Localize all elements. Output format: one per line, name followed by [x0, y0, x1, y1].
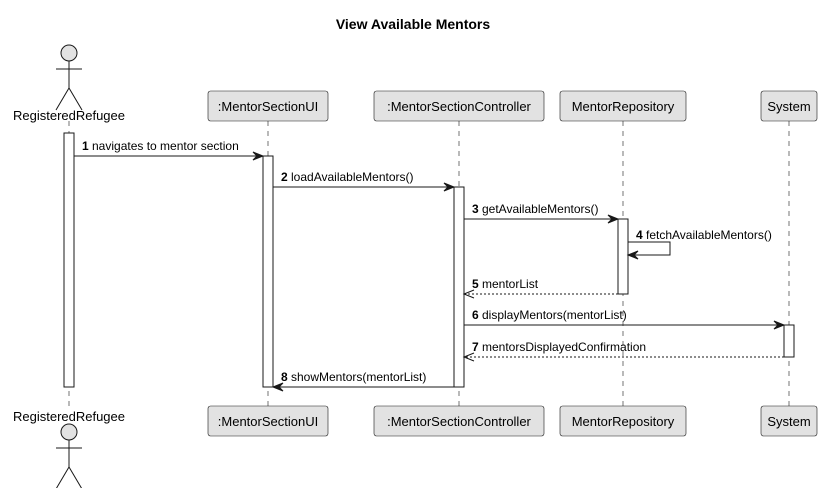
actor-icon — [56, 423, 82, 488]
participants-top: RegisteredRefugee :MentorSectionUI :Mentor… — [13, 44, 818, 123]
message-label: getAvailableMentors() — [482, 202, 599, 216]
activation-bar-refugee — [63, 132, 75, 388]
arrowhead — [271, 382, 284, 392]
participant-box — [760, 405, 818, 437]
lifelines — [68, 121, 790, 406]
participant-label: :MentorSectionController — [387, 99, 531, 114]
arrowhead — [462, 352, 475, 362]
arrowhead — [252, 151, 265, 161]
participant-mentorrepository-bottom: MentorRepository — [559, 405, 687, 437]
arrowhead — [626, 250, 639, 260]
message-number: 3 — [472, 202, 479, 216]
arrowhead — [607, 214, 620, 224]
activation-bars — [63, 132, 795, 388]
participant-box — [373, 405, 545, 437]
arrowhead — [462, 289, 475, 299]
activation-bar-repo — [617, 218, 629, 295]
message-label: navigates to mentor section — [92, 139, 239, 153]
participant-mentorrepository-top: MentorRepository — [559, 90, 687, 122]
participant-mentorsectioncontroller-bottom: :MentorSectionController — [373, 405, 545, 437]
message-number: 2 — [281, 170, 288, 184]
participant-registeredrefugee-bottom: RegisteredRefugee — [13, 409, 125, 488]
participant-box — [760, 90, 818, 122]
actor-legs-bottom — [56, 466, 82, 488]
participant-box — [207, 90, 329, 122]
diagram-title: View Available Mentors — [336, 16, 491, 32]
participant-label: System — [767, 99, 810, 114]
participant-label: MentorRepository — [572, 414, 675, 429]
message-number: 6 — [472, 308, 479, 322]
participant-mentorsectioncontroller-top: :MentorSectionController — [373, 90, 545, 122]
arrowhead — [443, 182, 456, 192]
message-number: 8 — [281, 370, 288, 384]
message-label: fetchAvailableMentors() — [646, 228, 772, 242]
participant-system-bottom: System — [760, 405, 818, 437]
arrowhead — [773, 320, 786, 330]
participant-box — [207, 405, 329, 437]
participant-label: RegisteredRefugee — [13, 108, 125, 123]
message-label: mentorList — [482, 277, 539, 291]
participant-box — [373, 90, 545, 122]
actor-head-top — [60, 44, 78, 62]
participant-label: :MentorSectionUI — [218, 414, 318, 429]
message-number: 1 — [82, 139, 89, 153]
participant-label: MentorRepository — [572, 99, 675, 114]
activation-bar-system — [783, 324, 795, 358]
participants-bottom: RegisteredRefugee :MentorSectionUI :Mentor… — [13, 405, 818, 488]
participant-system-top: System — [760, 90, 818, 122]
participant-label: :MentorSectionController — [387, 414, 531, 429]
participant-mentorsectionui-top: :MentorSectionUI — [207, 90, 329, 122]
actor-legs-top — [55, 87, 83, 111]
participant-registeredrefugee-top: RegisteredRefugee — [13, 44, 125, 123]
activation-bar-ctrl — [453, 186, 465, 388]
message-label: loadAvailableMentors() — [291, 170, 414, 184]
message-label: displayMentors(mentorList) — [482, 308, 627, 322]
message-line — [628, 241, 671, 256]
participant-box — [559, 405, 687, 437]
participant-box — [559, 90, 687, 122]
activation-bar-ui — [262, 155, 274, 388]
participant-mentorsectionui-bottom: :MentorSectionUI — [207, 405, 329, 437]
message-number: 5 — [472, 277, 479, 291]
participant-label: RegisteredRefugee — [13, 409, 125, 424]
message-label: showMentors(mentorList) — [291, 370, 426, 384]
message-number: 7 — [472, 340, 479, 354]
actor-head-bottom — [60, 423, 78, 441]
message-number: 4 — [636, 228, 643, 242]
participant-label: System — [767, 414, 810, 429]
actor-icon — [55, 44, 83, 111]
message-label: mentorsDisplayedConfirmation — [482, 340, 646, 354]
participant-label: :MentorSectionUI — [218, 99, 318, 114]
